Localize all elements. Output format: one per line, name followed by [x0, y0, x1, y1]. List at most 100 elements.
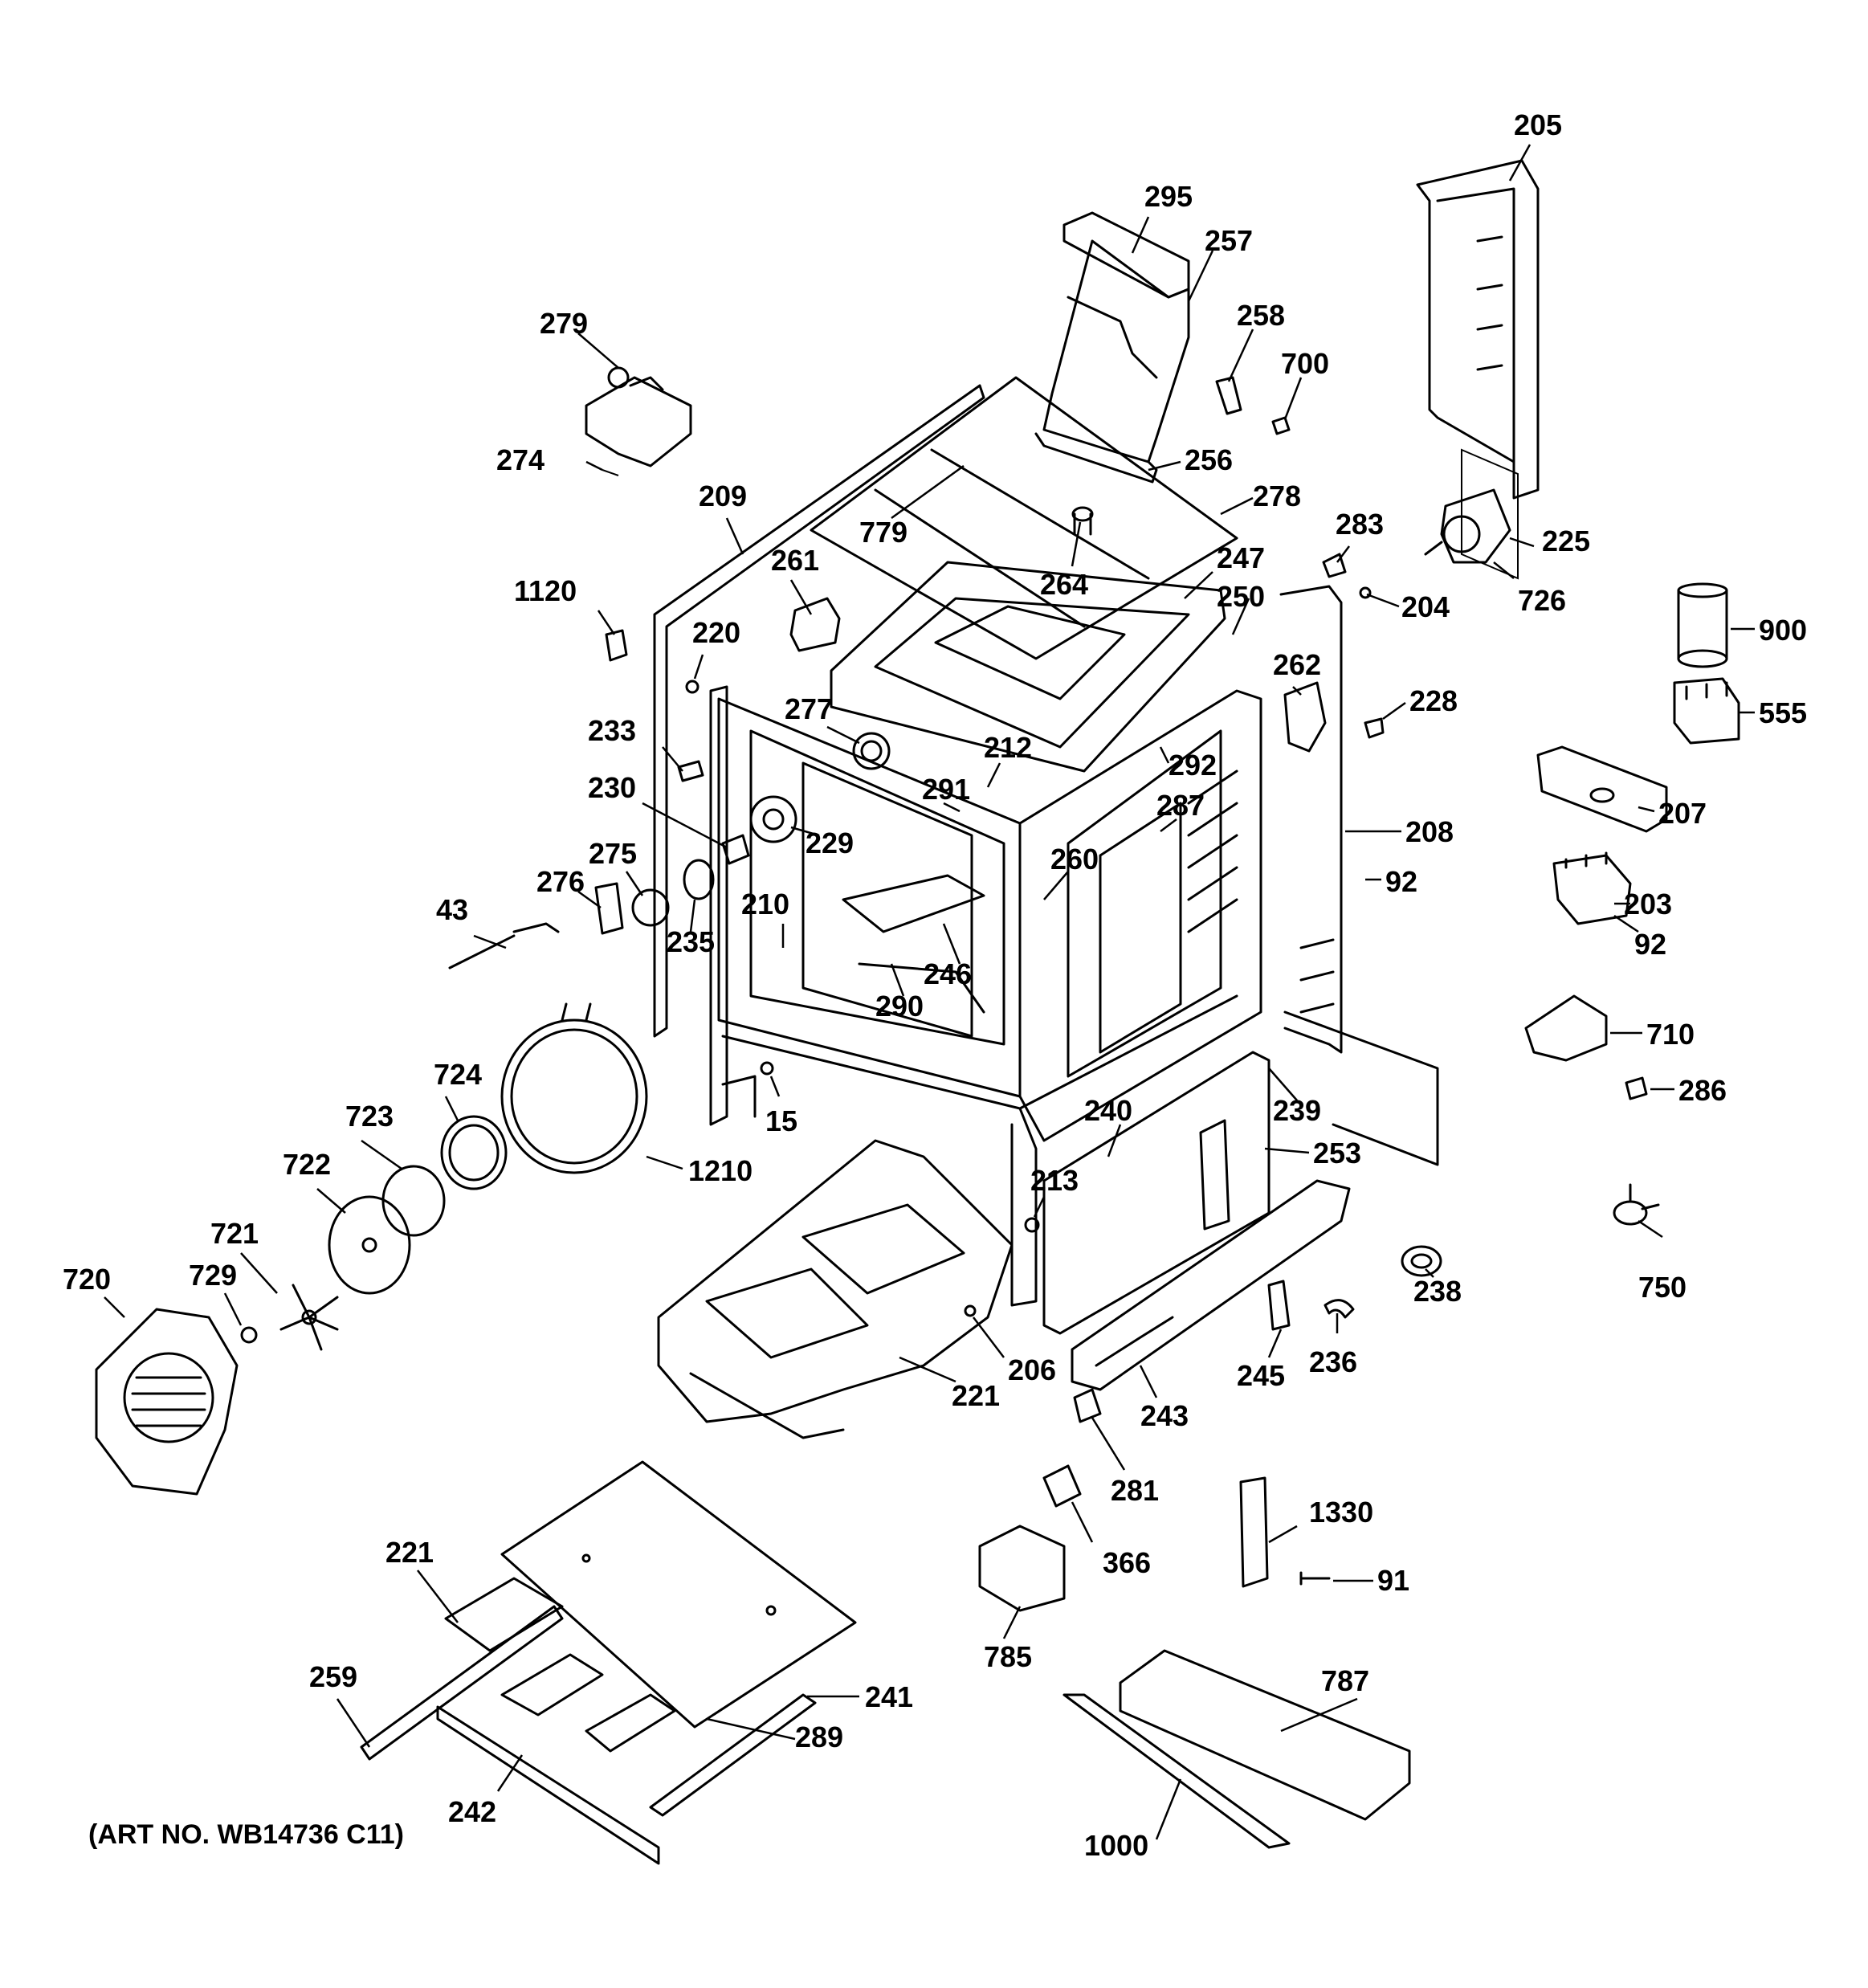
- callout-242: 242: [448, 1795, 496, 1828]
- callout-239: 239: [1273, 1094, 1321, 1127]
- leader-lines: [104, 144, 1755, 1840]
- part-243-burner-box: [1071, 1179, 1351, 1391]
- callout-710: 710: [1646, 1018, 1695, 1051]
- part-257-duct: [1042, 239, 1190, 463]
- callout-221-lower: 221: [385, 1536, 434, 1569]
- callout-241: 241: [865, 1680, 913, 1713]
- part-220-screw: [685, 680, 699, 694]
- part-720-fan-cover: [95, 1308, 239, 1496]
- callout-729: 729: [189, 1259, 237, 1292]
- part-242-rail: [436, 1705, 660, 1865]
- part-264-stud: [1071, 506, 1094, 536]
- callout-726: 726: [1518, 584, 1566, 617]
- part-555-relay: [1673, 677, 1740, 745]
- callout-721: 721: [210, 1217, 259, 1250]
- part-262-bracket: [1283, 681, 1327, 753]
- callout-722: 722: [283, 1148, 331, 1181]
- callout-279: 279: [540, 307, 588, 340]
- callout-1330: 1330: [1309, 1496, 1373, 1529]
- callout-900: 900: [1759, 614, 1807, 647]
- part-276-bracket: [594, 882, 624, 935]
- part-259-rail: [360, 1605, 564, 1761]
- part-1330-bracket: [1239, 1476, 1269, 1588]
- part-221b-broil-element: [444, 1577, 676, 1753]
- part-281-clip: [1073, 1388, 1102, 1423]
- callout-235: 235: [667, 925, 715, 958]
- part-726-convection-motor: [1424, 488, 1511, 564]
- part-785-box: [978, 1525, 1066, 1612]
- part-724-fan-baffle: [440, 1115, 508, 1190]
- callout-92-upper: 92: [1385, 865, 1417, 898]
- part-230-lamp-socket: [721, 834, 750, 865]
- part-235-bulb: [683, 859, 715, 900]
- part-700-clip: [1271, 416, 1291, 435]
- part-787-rear-panel: [1119, 1649, 1411, 1821]
- callout-278: 278: [1253, 480, 1301, 512]
- callout-230: 230: [588, 771, 636, 804]
- part-229-gasket: [749, 795, 797, 843]
- callout-720: 720: [63, 1263, 111, 1296]
- callout-1210: 1210: [688, 1154, 753, 1187]
- callout-225: 225: [1542, 525, 1590, 557]
- callout-283: 283: [1336, 508, 1384, 541]
- callout-91: 91: [1377, 1564, 1409, 1597]
- part-207-bracket: [1536, 745, 1668, 833]
- part-277-flue-ring: [852, 732, 891, 770]
- part-204-screw: [1359, 586, 1372, 599]
- callout-250: 250: [1217, 580, 1265, 613]
- callout-260: 260: [1050, 843, 1099, 876]
- part-721-fan-blade: [279, 1284, 339, 1351]
- part-274-screw: [602, 469, 619, 476]
- callout-220: 220: [692, 616, 740, 649]
- callout-787: 787: [1321, 1664, 1369, 1697]
- callout-275: 275: [589, 837, 637, 870]
- part-256-duct-flange: [1034, 432, 1158, 484]
- callout-247: 247: [1217, 541, 1265, 574]
- callout-212: 212: [984, 731, 1032, 764]
- part-723-fan-shroud: [381, 1165, 446, 1237]
- callout-206: 206: [1008, 1353, 1056, 1386]
- callout-286: 286: [1678, 1074, 1727, 1107]
- part-245-valve: [1267, 1280, 1291, 1331]
- part-241-rail: [649, 1693, 817, 1817]
- callout-750: 750: [1638, 1271, 1687, 1304]
- part-253-bracket: [1199, 1119, 1230, 1231]
- callout-261: 261: [771, 544, 819, 577]
- callout-276: 276: [536, 865, 585, 898]
- part-750-thermostat: [1613, 1183, 1660, 1226]
- part-228-clip: [1364, 717, 1385, 739]
- callout-262: 262: [1273, 648, 1321, 681]
- callout-289: 289: [795, 1721, 843, 1753]
- callout-290: 290: [875, 990, 924, 1023]
- part-221-bake-element: [657, 1139, 1014, 1439]
- part-main-oven-cavity: [653, 384, 1439, 1307]
- callout-221-upper: 221: [952, 1379, 1000, 1412]
- part-283-clip: [1322, 553, 1347, 578]
- part-225-motor-bracket: [1461, 448, 1519, 580]
- part-43-probe: [448, 922, 560, 970]
- art-number: (ART NO. WB14736 C11): [88, 1819, 404, 1850]
- callout-287: 287: [1156, 789, 1205, 822]
- callout-238: 238: [1413, 1275, 1462, 1308]
- part-261-bracket: [789, 597, 841, 652]
- callout-229: 229: [806, 827, 854, 859]
- callout-203: 203: [1624, 888, 1672, 921]
- callout-207: 207: [1658, 797, 1707, 830]
- callout-228: 228: [1409, 684, 1458, 717]
- callout-724: 724: [434, 1058, 482, 1091]
- callout-236: 236: [1309, 1345, 1357, 1378]
- callout-258: 258: [1237, 299, 1285, 332]
- part-900-capacitor: [1677, 582, 1728, 668]
- part-729-nut: [240, 1326, 258, 1344]
- callout-256: 256: [1185, 443, 1233, 476]
- callout-213: 213: [1030, 1164, 1079, 1197]
- part-238-grommet: [1401, 1245, 1442, 1277]
- callout-210: 210: [741, 888, 789, 921]
- callout-259: 259: [309, 1660, 357, 1693]
- callout-243: 243: [1140, 1399, 1189, 1432]
- part-15-screw: [760, 1061, 774, 1076]
- part-1210-convection-element: [500, 1002, 648, 1174]
- part-710-bracket: [1524, 994, 1608, 1062]
- callout-291: 291: [922, 773, 970, 806]
